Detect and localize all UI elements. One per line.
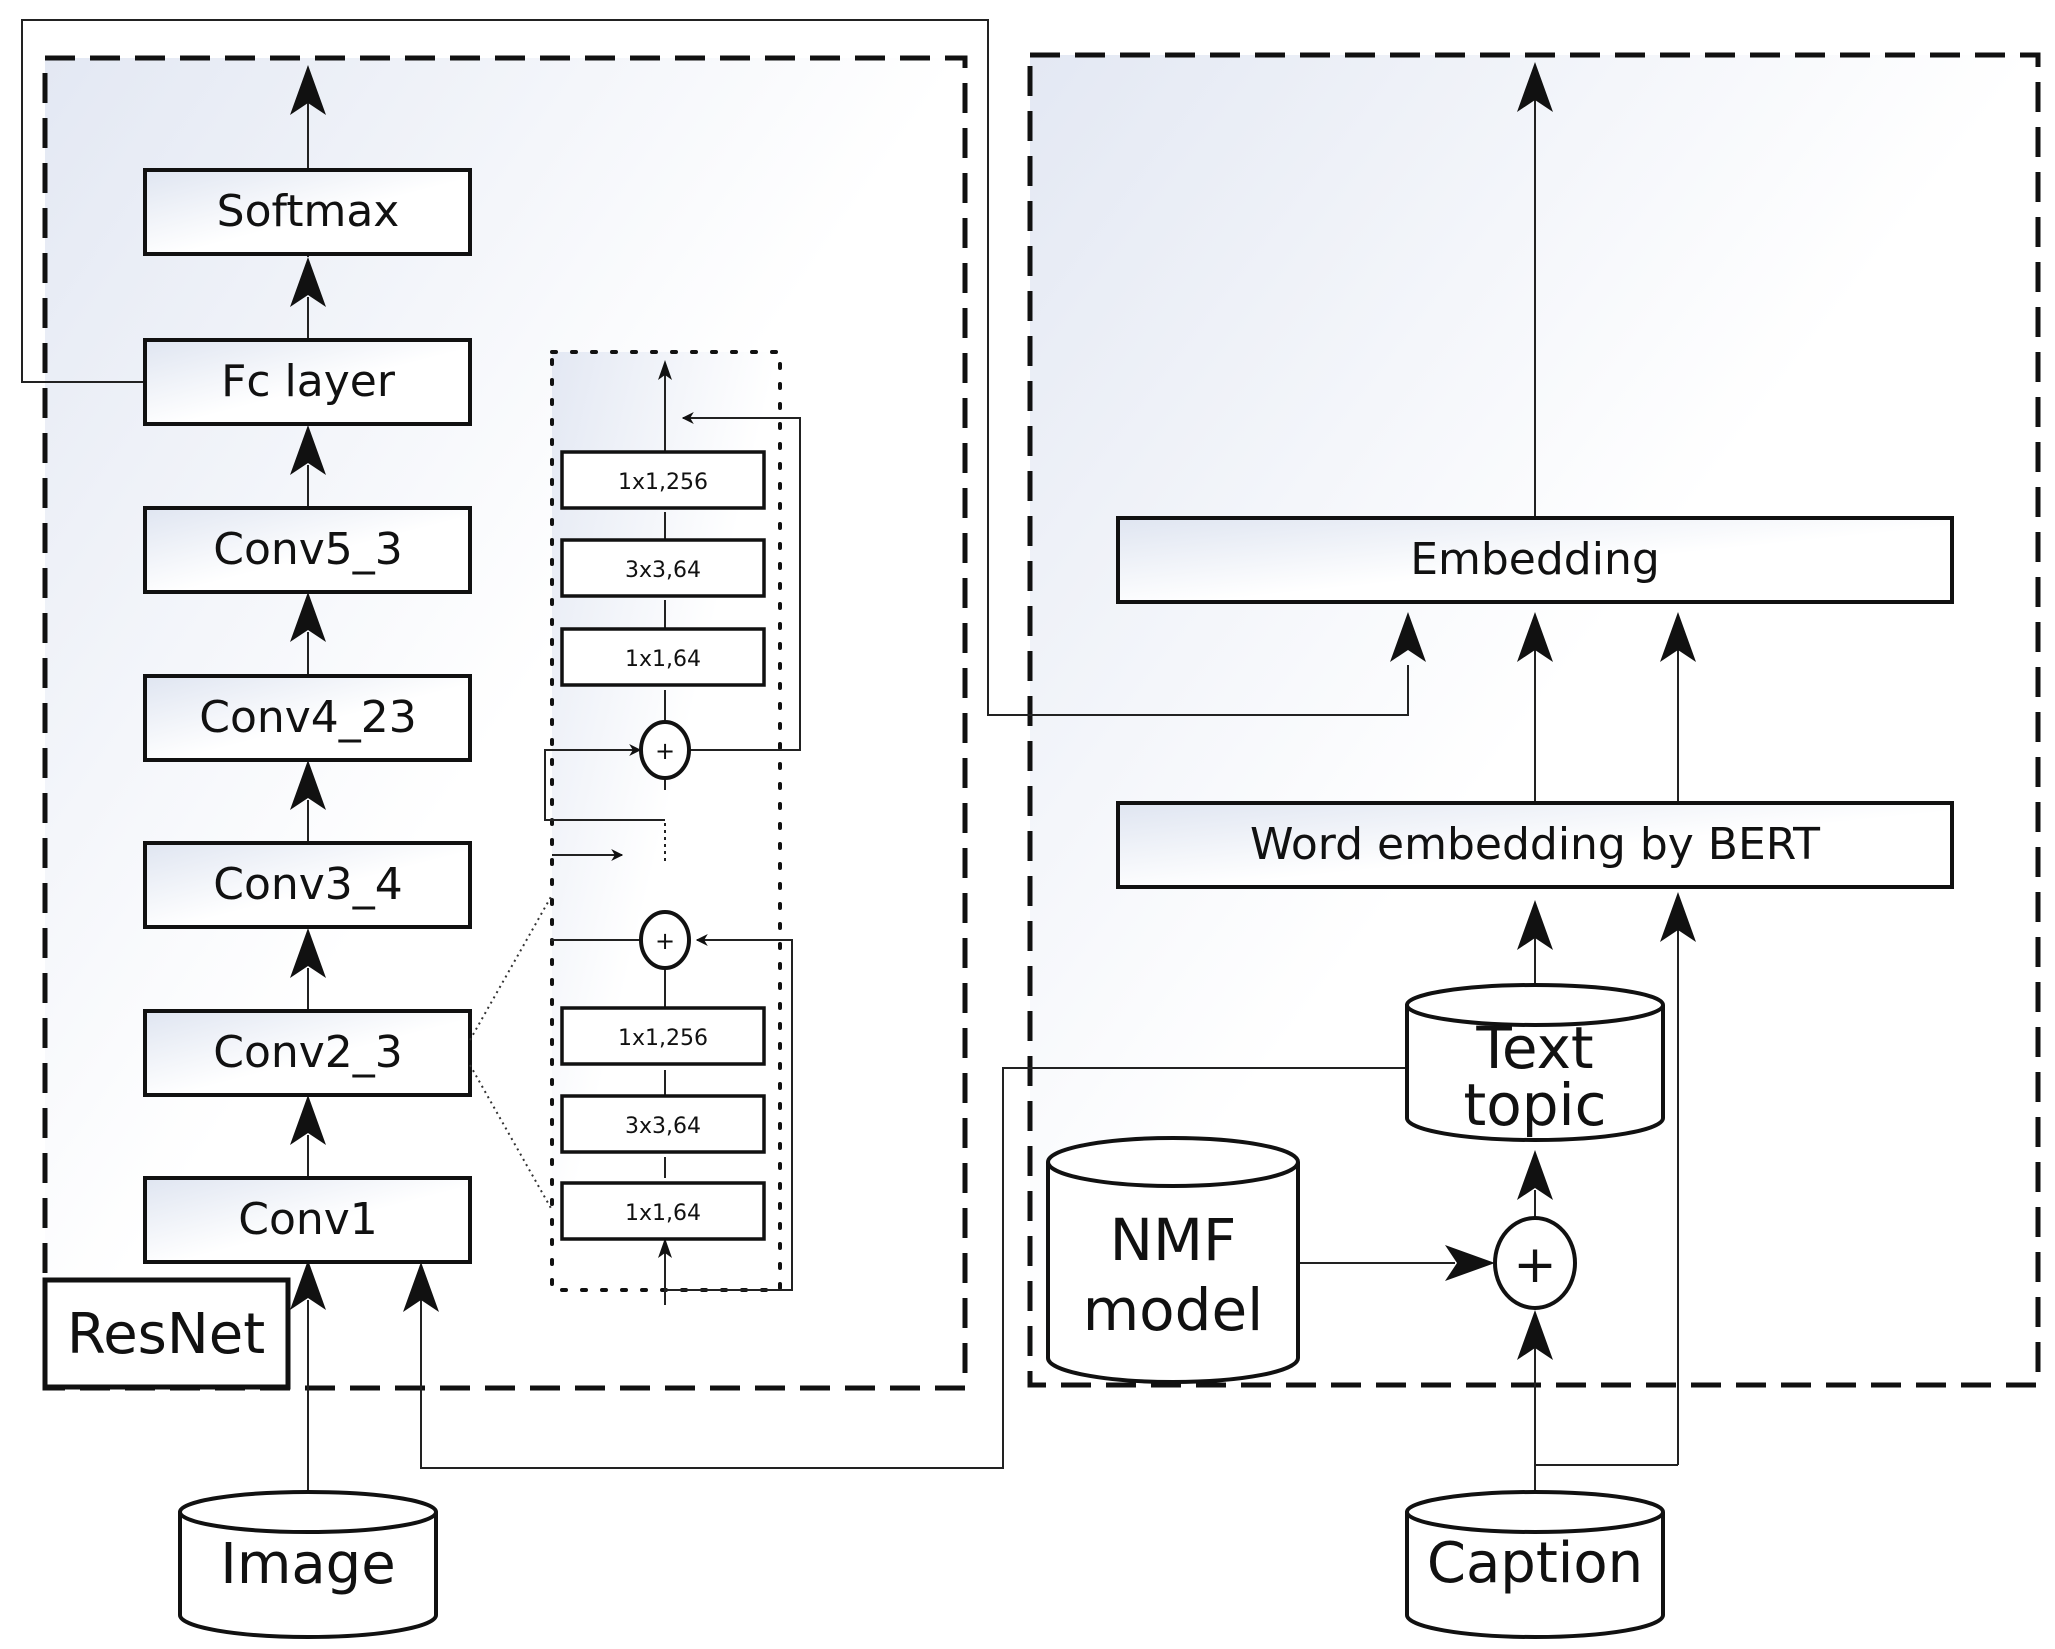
arrowhead-icon (290, 257, 326, 307)
lower-conv-3x3-64: 3x3,64 (560, 1094, 766, 1154)
svg-text:1x1,64: 1x1,64 (625, 1201, 701, 1226)
arrowhead-icon (1517, 1310, 1553, 1360)
topic-sum-node: + (1493, 1216, 1577, 1310)
svg-text:topic: topic (1463, 1071, 1606, 1139)
arrowhead-icon (403, 1262, 439, 1312)
bottleneck-block: 1x1,256 3x3,64 1x1,64 + + 1x1,256 3x3,64 (544, 360, 801, 1305)
arrowhead-icon (290, 928, 326, 978)
lower-sum-node: + (639, 910, 691, 970)
upper-conv-1x1-64: 1x1,64 (560, 627, 766, 687)
svg-text:Embedding: Embedding (1410, 534, 1660, 585)
arrowhead-icon (290, 760, 326, 810)
arrowhead-icon (290, 1095, 326, 1145)
edge-texttopic-to-conv1 (420, 1067, 1407, 1469)
layer-conv4-23: Conv4_23 (143, 674, 472, 762)
svg-text:1x1,64: 1x1,64 (625, 647, 701, 672)
svg-text:ResNet: ResNet (67, 1302, 265, 1367)
svg-text:Softmax: Softmax (217, 186, 400, 237)
arrowhead-icon (1517, 612, 1553, 662)
svg-text:Image: Image (220, 1532, 395, 1597)
resnet-label: ResNet (42, 1277, 291, 1390)
svg-text:Conv5_3: Conv5_3 (213, 524, 403, 575)
upper-conv-3x3-64: 3x3,64 (560, 538, 766, 598)
arrowhead-icon (290, 592, 326, 642)
svg-text:1x1,256: 1x1,256 (618, 1026, 708, 1051)
svg-text:1x1,256: 1x1,256 (618, 470, 708, 495)
svg-text:3x3,64: 3x3,64 (625, 558, 701, 583)
arrowhead-icon (290, 425, 326, 475)
layer-conv1: Conv1 (143, 1176, 472, 1264)
zoom-line (469, 894, 553, 1041)
svg-text:Fc layer: Fc layer (221, 356, 396, 407)
arrowhead-icon (1660, 892, 1696, 942)
layer-conv5-3: Conv5_3 (143, 506, 472, 594)
svg-text:+: + (1513, 1235, 1557, 1295)
arrowhead-icon (658, 360, 672, 380)
svg-text:Text: Text (1475, 1014, 1593, 1082)
nmf-model-cylinder: NMF model (1046, 1136, 1300, 1384)
svg-text:Conv1: Conv1 (238, 1194, 378, 1245)
lower-conv-1x1-256: 1x1,256 (560, 1006, 766, 1066)
svg-text:+: + (655, 927, 675, 955)
layer-softmax: Softmax (143, 168, 472, 256)
arrowhead-icon (658, 1238, 672, 1258)
resnet-stack: Softmax Fc layer Conv5_3 Conv4_23 Conv3_… (42, 65, 472, 1500)
svg-text:model: model (1083, 1276, 1264, 1344)
svg-text:3x3,64: 3x3,64 (625, 1114, 701, 1139)
svg-text:Word embedding by BERT: Word embedding by BERT (1250, 819, 1820, 870)
upper-sum-node: + (639, 720, 691, 780)
arrowhead-icon (1445, 1245, 1495, 1281)
lower-conv-1x1-64: 1x1,64 (560, 1181, 766, 1241)
upper-conv-1x1-256: 1x1,256 (560, 450, 766, 510)
text-topic-cylinder: Text topic (1405, 983, 1665, 1142)
arrowhead-icon (1517, 62, 1553, 112)
arrowhead-icon (1660, 612, 1696, 662)
svg-text:Conv4_23: Conv4_23 (199, 692, 417, 743)
svg-text:+: + (655, 737, 675, 765)
arrowhead-icon (1517, 1150, 1553, 1200)
zoom-line (469, 1064, 553, 1211)
svg-text:Conv3_4: Conv3_4 (213, 859, 403, 910)
svg-text:Conv2_3: Conv2_3 (213, 1027, 403, 1078)
svg-text:NMF: NMF (1110, 1206, 1237, 1274)
text-branch: Embedding Word embedding by BERT Text to… (1046, 62, 1954, 1639)
edge-fc-to-embedding (21, 19, 1409, 716)
image-input-cylinder: Image (178, 1490, 438, 1639)
arrowhead-icon (1517, 900, 1553, 950)
embedding-box: Embedding (1116, 516, 1954, 604)
layer-fc: Fc layer (143, 338, 472, 426)
caption-input-cylinder: Caption (1405, 1490, 1665, 1639)
arrowhead-icon (1390, 612, 1426, 662)
arrowhead-icon (290, 65, 326, 115)
arrowhead-icon (290, 1260, 326, 1310)
svg-text:Caption: Caption (1427, 1531, 1643, 1596)
word-embedding-box: Word embedding by BERT (1116, 801, 1954, 889)
layer-conv2-3: Conv2_3 (143, 1009, 472, 1097)
layer-conv3-4: Conv3_4 (143, 841, 472, 929)
